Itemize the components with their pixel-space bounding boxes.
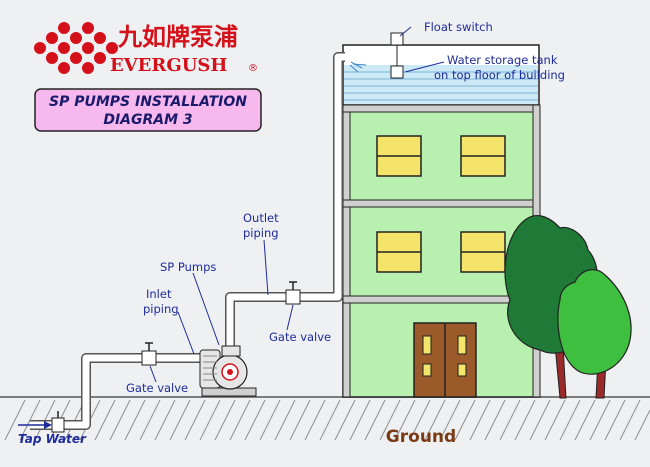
window — [376, 135, 422, 177]
logo: 九如牌泵浦 EVERGUSH ® — [34, 22, 258, 76]
door — [413, 322, 477, 398]
tap-valve-icon — [51, 411, 65, 433]
ground: Ground — [0, 396, 650, 447]
label-pointers — [149, 26, 445, 383]
logo-dots-icon — [34, 22, 118, 74]
label-storage-tank-line-1: Water storage tank — [447, 53, 558, 67]
inflow-spray-icon — [349, 61, 367, 73]
window — [460, 231, 506, 273]
window — [460, 135, 506, 177]
label-storage-tank-line-2: on top floor of building — [434, 68, 565, 82]
label-inlet-piping-line-2: piping — [143, 302, 179, 316]
ground-label: Ground — [386, 427, 456, 447]
title-box: SP PUMPS INSTALLATION DIAGRAM 3 — [34, 88, 262, 132]
window — [376, 231, 422, 273]
trees — [504, 214, 632, 399]
title-line-1: SP PUMPS INSTALLATION — [49, 94, 247, 110]
label-inlet-piping-line-1: Inlet — [146, 287, 172, 301]
sp-pump-icon — [199, 345, 257, 397]
gate-valve-inlet-icon — [141, 342, 157, 366]
label-tap-water: Tap Water — [18, 432, 87, 446]
tap-water-arrow-icon — [18, 421, 52, 429]
title-line-2: DIAGRAM 3 — [103, 112, 192, 128]
logo-chinese-name: 九如牌泵浦 — [117, 22, 238, 51]
label-sp-pumps: SP Pumps — [160, 260, 216, 274]
label-outlet-piping-line-1: Outlet — [243, 211, 279, 225]
label-gate-valve-outlet: Gate valve — [269, 330, 331, 344]
label-gate-valve-inlet: Gate valve — [126, 381, 188, 395]
logo-english-name: EVERGUSH — [110, 55, 227, 76]
float-switch-icon — [390, 32, 404, 79]
gate-valve-outlet-icon — [285, 281, 301, 305]
registered-mark: ® — [248, 63, 258, 74]
water-storage-tank — [342, 32, 540, 106]
building — [342, 104, 541, 398]
label-float-switch: Float switch — [424, 20, 493, 34]
label-outlet-piping-line-2: piping — [243, 226, 279, 240]
